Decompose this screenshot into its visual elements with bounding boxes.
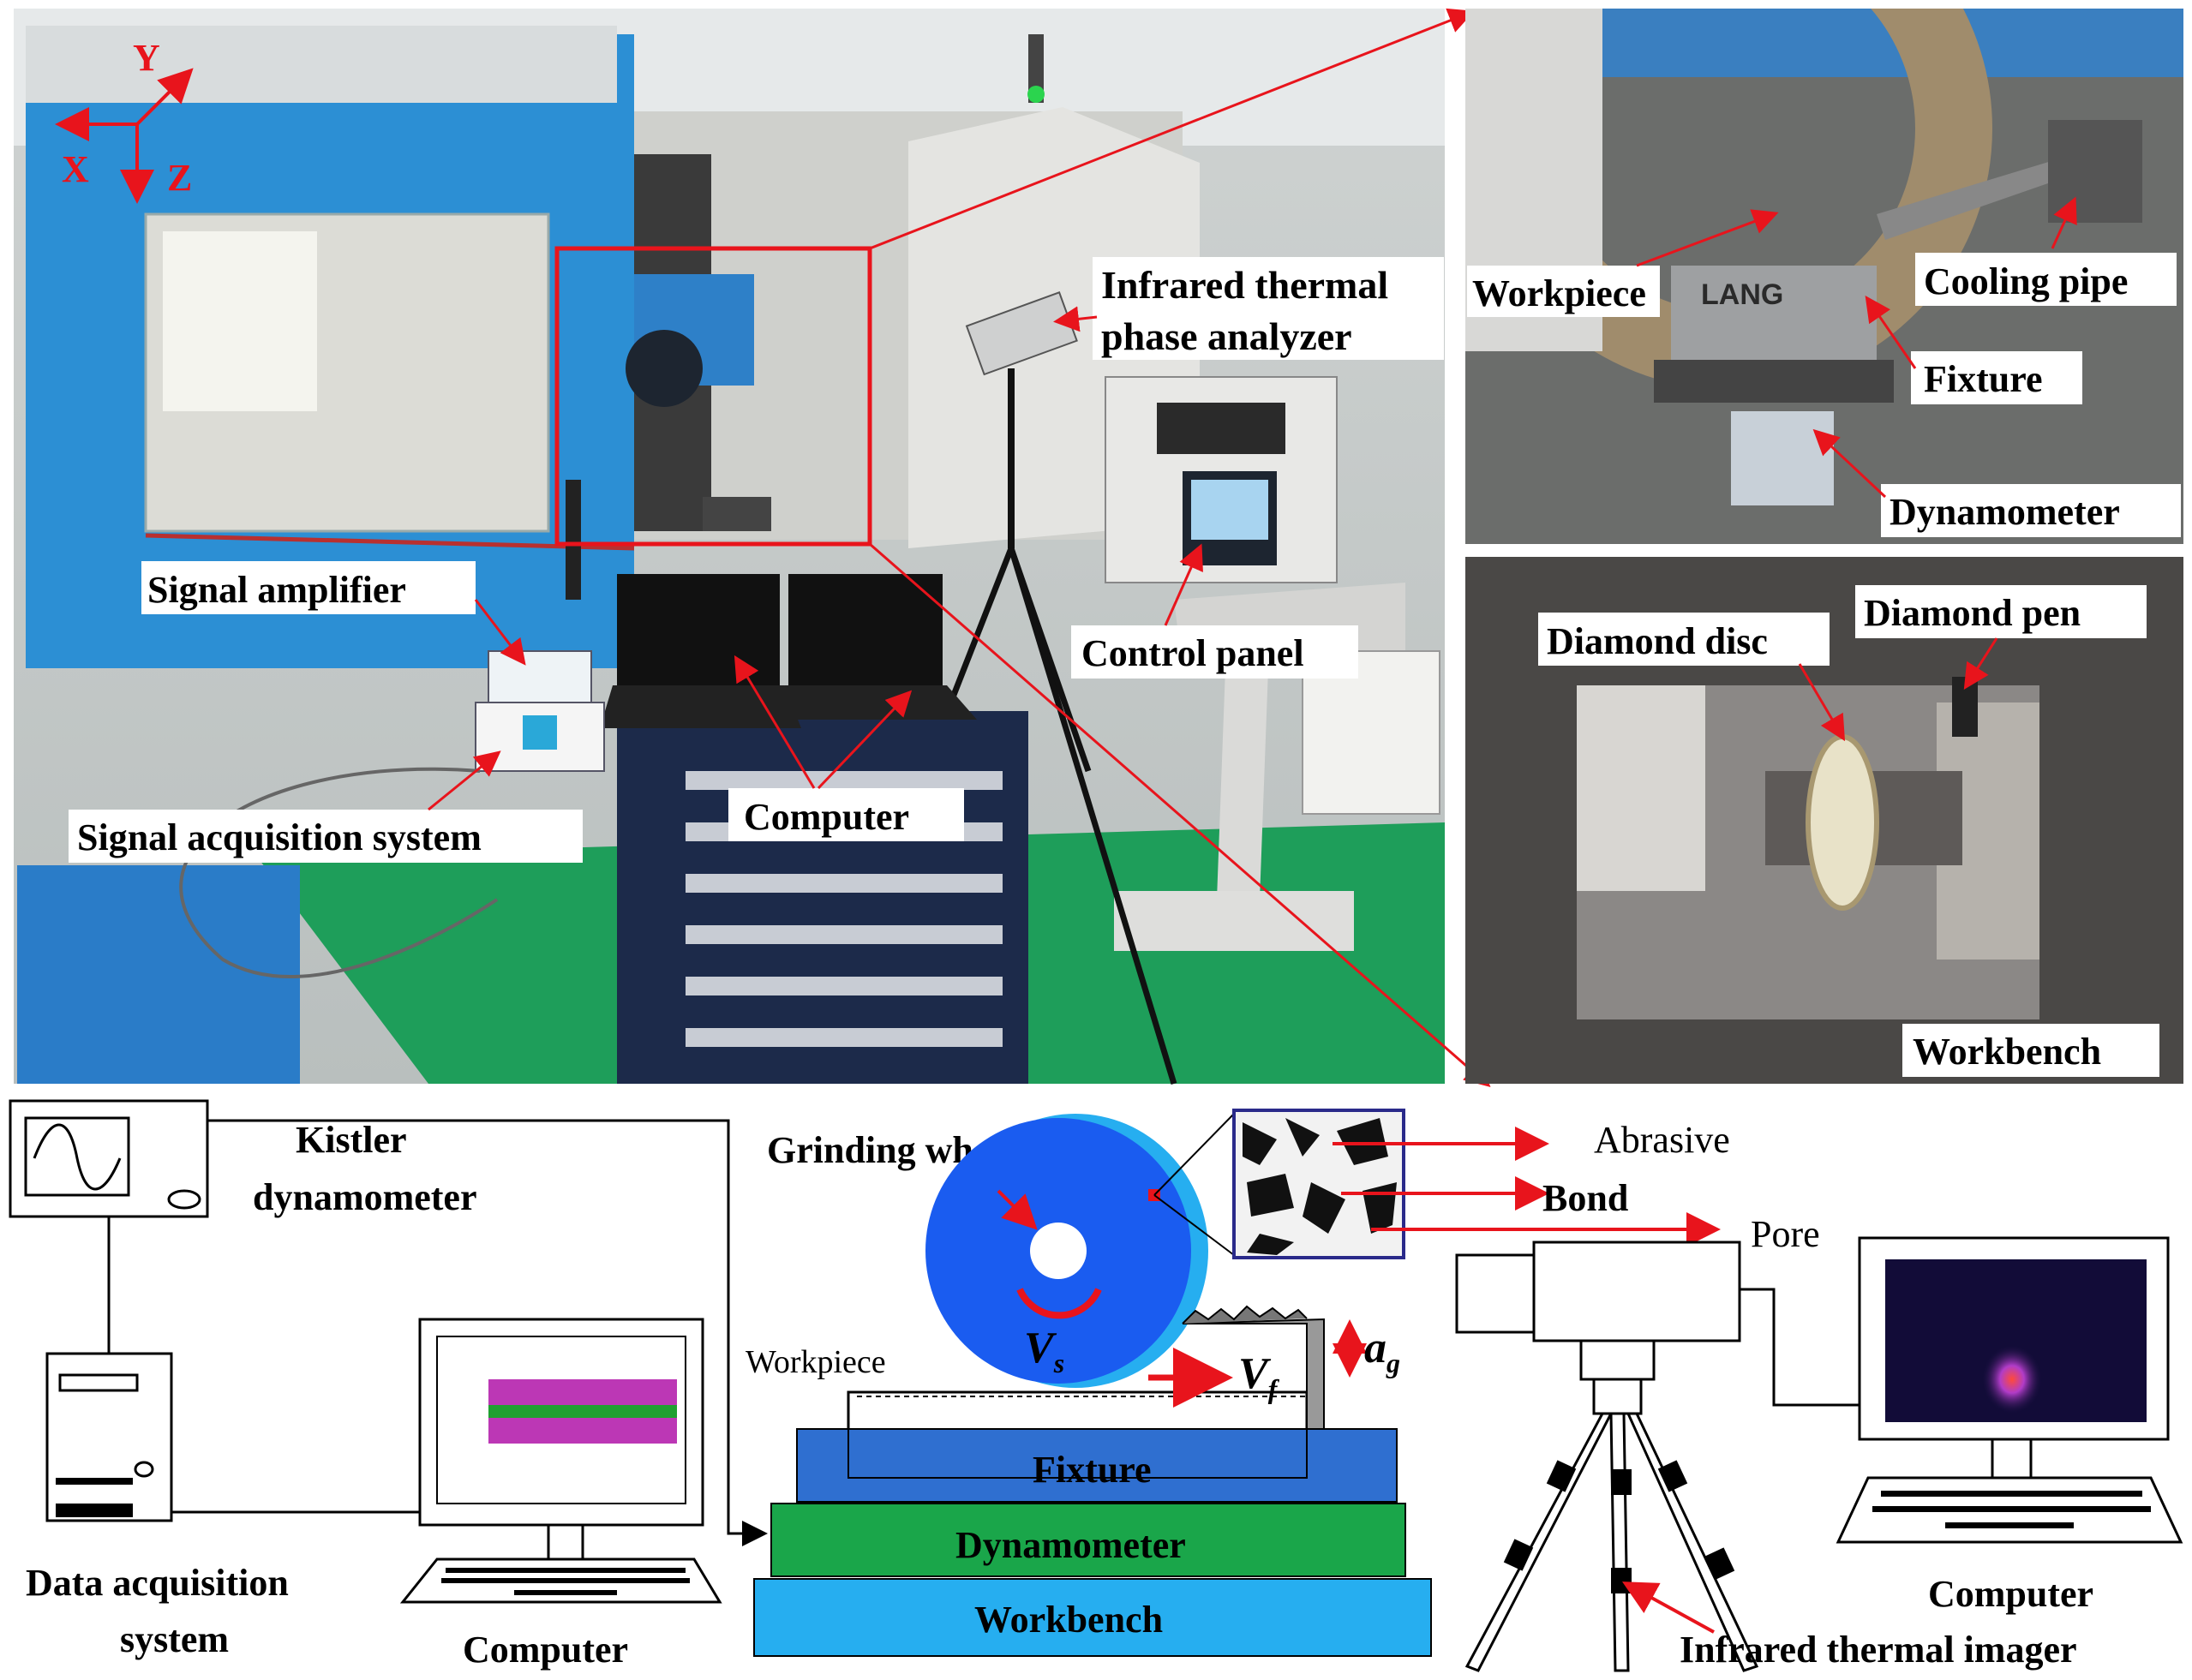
tool-cart bbox=[617, 711, 1028, 1084]
label-signal-acquisition: Signal acquisition system bbox=[77, 816, 482, 858]
thermal-imager-lens bbox=[1455, 1253, 1540, 1334]
sine-wave-icon bbox=[33, 1123, 122, 1191]
label-control-panel: Control panel bbox=[1081, 632, 1304, 674]
photo-bottom-right: Diamond disc Diamond pen Workbench bbox=[1465, 557, 2183, 1084]
zoom-line-top bbox=[869, 8, 1475, 250]
label-kistler-1: Kistler bbox=[296, 1119, 407, 1161]
cooling-pipe-nozzle bbox=[2048, 120, 2142, 223]
thermal-imager-body bbox=[1532, 1241, 1741, 1342]
label-abrasive: Abrasive bbox=[1594, 1119, 1730, 1161]
label-workpiece-schematic: Workpiece bbox=[746, 1344, 886, 1380]
label-fixture-schematic: Fixture bbox=[1033, 1449, 1152, 1491]
axis-x-label: X bbox=[62, 148, 89, 190]
rotation-arrow bbox=[1016, 1288, 1102, 1319]
laptop-right bbox=[788, 574, 943, 685]
label-infrared-analyzer-1: Infrared thermal bbox=[1101, 263, 1388, 307]
label-bond: Bond bbox=[1542, 1177, 1628, 1219]
label-computer-right: Computer bbox=[1928, 1573, 2093, 1615]
label-workbench-photo: Workbench bbox=[1913, 1031, 2101, 1073]
axis-triad: Y X Z bbox=[55, 37, 194, 204]
axis-z-label: Z bbox=[167, 157, 192, 199]
label-daq-2: system bbox=[120, 1618, 229, 1660]
dynamometer-layer bbox=[770, 1503, 1406, 1577]
label-vf: Vf bbox=[1238, 1349, 1280, 1404]
fixture-photo bbox=[1671, 266, 1877, 377]
zoom-line-bottom bbox=[869, 542, 1491, 1087]
label-dynamometer-photo: Dynamometer bbox=[1890, 491, 2120, 533]
zoom-region-box bbox=[554, 246, 872, 547]
fixture-layer bbox=[796, 1428, 1398, 1503]
label-pore: Pore bbox=[1751, 1213, 1820, 1255]
label-kistler-2: dynamometer bbox=[253, 1176, 477, 1218]
label-ag: ag bbox=[1364, 1324, 1400, 1378]
label-computer-photo: Computer bbox=[744, 796, 909, 838]
label-cooling-pipe: Cooling pipe bbox=[1924, 260, 2128, 302]
kistler-cable bbox=[207, 1119, 768, 1546]
label-fixture-photo: Fixture bbox=[1924, 358, 2043, 400]
schematic: Kistler dynamometer Data acquisition sys… bbox=[9, 1099, 2183, 1672]
photo-top-right: LANG Workpiece Cooling pipe Fixture Dyna… bbox=[1465, 9, 2183, 544]
label-diamond-pen: Diamond pen bbox=[1864, 592, 2081, 634]
laptop-left bbox=[617, 574, 780, 685]
label-diamond-disc: Diamond disc bbox=[1547, 620, 1768, 662]
workbench-layer bbox=[753, 1578, 1432, 1657]
microstructure-texture bbox=[1243, 1118, 1397, 1255]
photo-main: Y X Z Infrared thermal phase analyzer Si… bbox=[14, 8, 1491, 1087]
diamond-disc-photo bbox=[1806, 734, 1879, 911]
label-dynamometer-schematic: Dynamometer bbox=[955, 1524, 1186, 1566]
label-workpiece-photo: Workpiece bbox=[1472, 272, 1646, 314]
label-infrared-analyzer-2: phase analyzer bbox=[1101, 314, 1352, 358]
fixture-brand-text: LANG bbox=[1701, 278, 1783, 311]
label-computer-left: Computer bbox=[463, 1629, 628, 1671]
label-daq-1: Data acquisition bbox=[26, 1562, 289, 1604]
label-workbench-schematic: Workbench bbox=[974, 1599, 1163, 1641]
diamond-pen-photo bbox=[1952, 677, 1978, 737]
label-thermal-imager: Infrared thermal imager bbox=[1680, 1629, 2077, 1671]
label-signal-amplifier: Signal amplifier bbox=[147, 569, 406, 611]
signal-band-green bbox=[488, 1405, 677, 1418]
axis-y-label: Y bbox=[133, 37, 160, 79]
dynamometer-photo bbox=[1731, 411, 1834, 505]
label-vs: Vs bbox=[1024, 1324, 1064, 1378]
